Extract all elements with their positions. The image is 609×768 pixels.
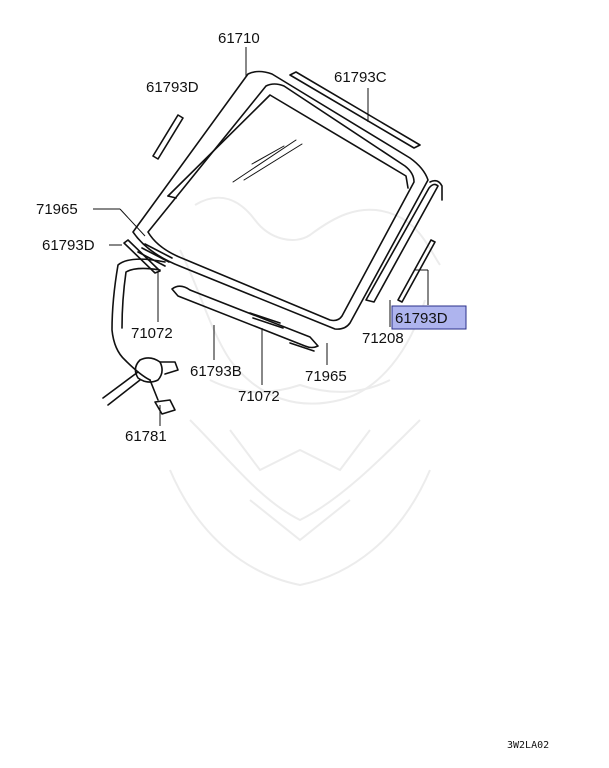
spacers[interactable]	[137, 243, 284, 329]
molding-left-top[interactable]	[152, 114, 184, 160]
label-71965-left[interactable]: 71965	[36, 201, 78, 218]
molding-top[interactable]	[289, 71, 421, 149]
molding-right[interactable]	[365, 179, 443, 303]
label-61793c[interactable]: 61793C	[334, 69, 387, 86]
diagram-code: 3W2LA02	[507, 740, 549, 751]
label-71208[interactable]: 71208	[362, 330, 404, 347]
harness[interactable]	[102, 258, 179, 415]
selected-part-highlight	[391, 305, 467, 330]
windshield-glass[interactable]	[132, 70, 429, 330]
label-71965-bottom[interactable]: 71965	[305, 368, 347, 385]
label-61793d-top-left[interactable]: 61793D	[146, 79, 199, 96]
label-61781[interactable]: 61781	[125, 428, 167, 445]
label-61793d-left[interactable]: 61793D	[42, 237, 95, 254]
label-61710[interactable]: 61710	[218, 30, 260, 47]
label-61793d-right-selected[interactable]: 61793D	[395, 310, 448, 327]
label-61793b[interactable]: 61793B	[190, 363, 242, 380]
watermark-emblem	[169, 196, 441, 587]
label-71072-left[interactable]: 71072	[131, 325, 173, 342]
label-71072-bottom[interactable]: 71072	[238, 388, 280, 405]
leader-lines	[93, 47, 429, 426]
dam-pieces[interactable]	[123, 239, 315, 352]
molding-bottom[interactable]	[171, 285, 319, 349]
